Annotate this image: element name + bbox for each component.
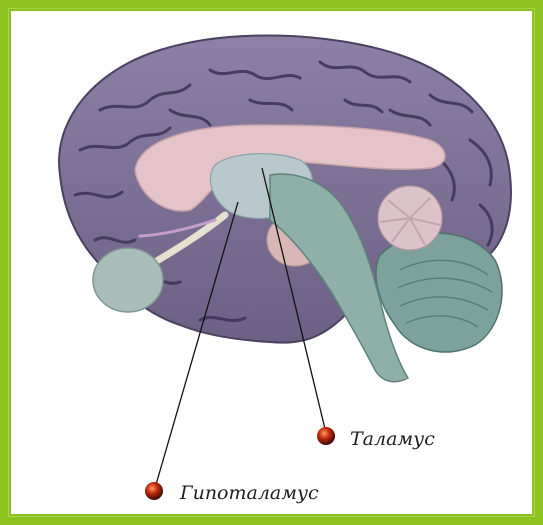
eye-globe: [93, 248, 163, 312]
hypothalamus-label: Гипоталамус: [180, 484, 319, 503]
thalamus-label: Таламус: [350, 430, 435, 449]
tectal-region: [378, 186, 442, 250]
cerebellum: [376, 233, 502, 352]
hypothalamus-marker: [145, 482, 163, 500]
thalamus-marker: [317, 427, 335, 445]
